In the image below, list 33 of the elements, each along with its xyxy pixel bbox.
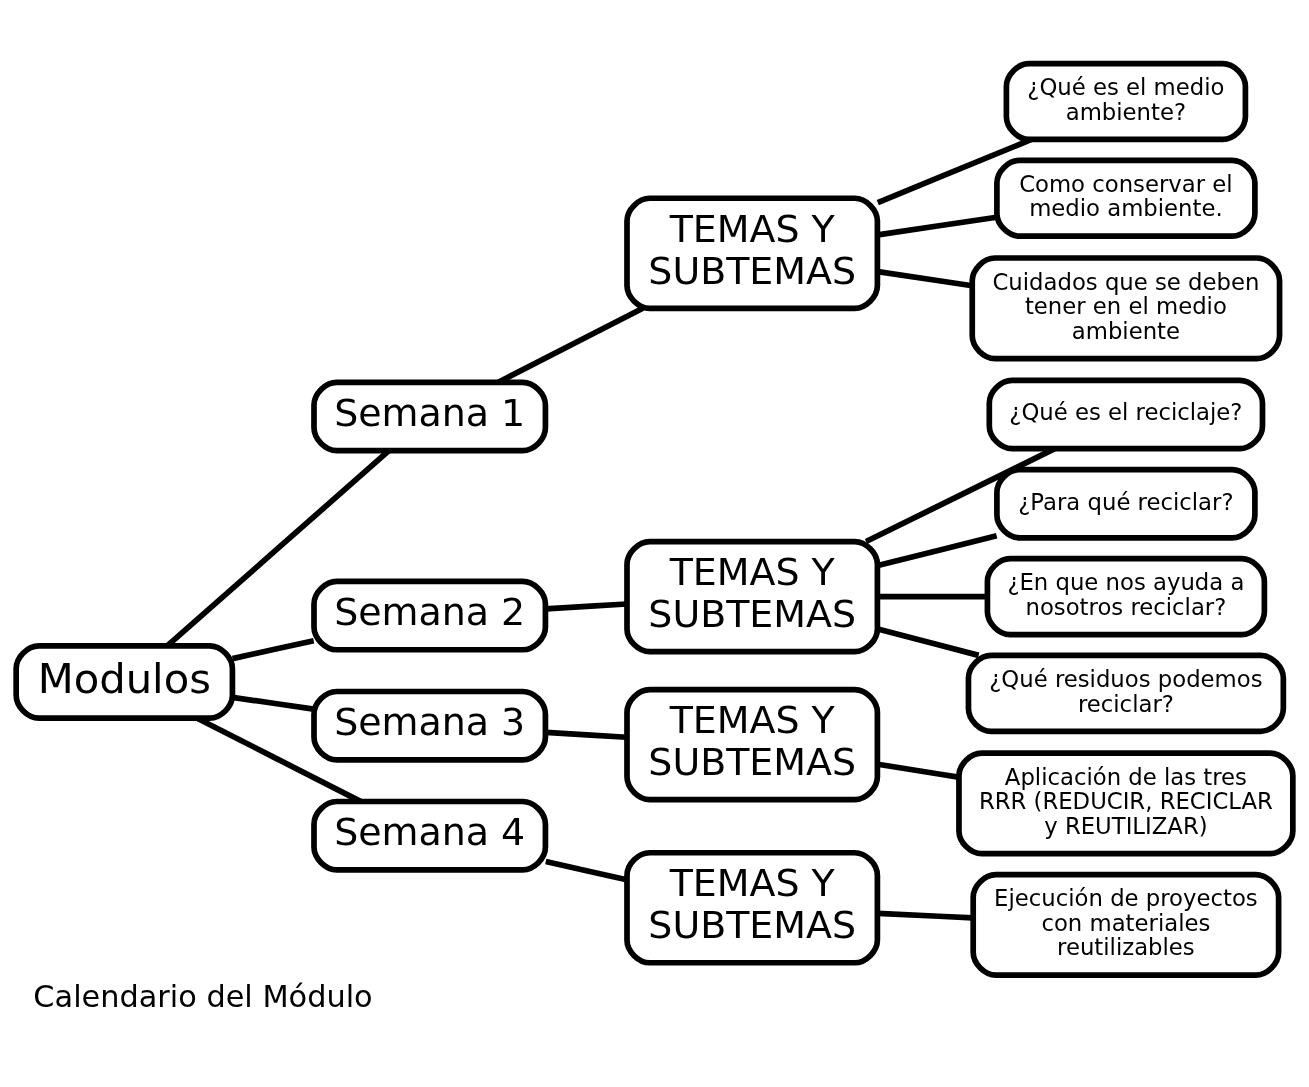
node-box: ¿En que nos ayuda a nosotros reciclar? <box>984 555 1268 637</box>
connector <box>877 760 959 780</box>
node-box: Aplicación de las tres RRR (REDUCIR, RECICLAR y REUTILIZAR) <box>956 749 1296 857</box>
node-box: Cuidados que se deben tener en el medio ambiente <box>969 254 1283 361</box>
connector <box>545 858 628 883</box>
connector <box>864 445 1056 544</box>
node-box: TEMAS Y SUBTEMAS <box>624 538 881 654</box>
caption: Calendario del Módulo <box>33 978 373 1014</box>
node-box: TEMAS Y SUBTEMAS <box>624 686 881 802</box>
connector <box>877 625 980 658</box>
node-box: Semana 4 <box>311 798 549 873</box>
connector <box>877 593 988 599</box>
connector <box>545 600 627 612</box>
connector <box>877 268 973 289</box>
node-box: Semana 2 <box>311 578 549 653</box>
node-box: ¿Para qué reciclar? <box>994 466 1258 541</box>
connector <box>877 213 998 238</box>
node-box: TEMAS Y SUBTEMAS <box>624 194 881 311</box>
node-box: ¿Qué residuos podemos reciclar? <box>965 652 1287 734</box>
connector <box>876 136 1033 205</box>
connector <box>545 729 627 740</box>
node-box: ¿Qué es el reciclaje? <box>986 377 1266 452</box>
node-box: Modulos <box>13 642 236 721</box>
node-box: Semana 1 <box>311 378 549 453</box>
node-box: TEMAS Y SUBTEMAS <box>624 849 881 966</box>
connector <box>232 694 315 712</box>
connector <box>877 532 998 568</box>
node-box: ¿Qué es el medio ambiente? <box>1003 60 1249 142</box>
node-box: Semana 3 <box>311 688 549 763</box>
connector <box>231 637 315 661</box>
node-box: Ejecución de proyectos con materiales reutilizables <box>970 871 1282 978</box>
node-box: Como conservar el medio ambiente. <box>994 157 1258 239</box>
connector <box>877 910 973 921</box>
